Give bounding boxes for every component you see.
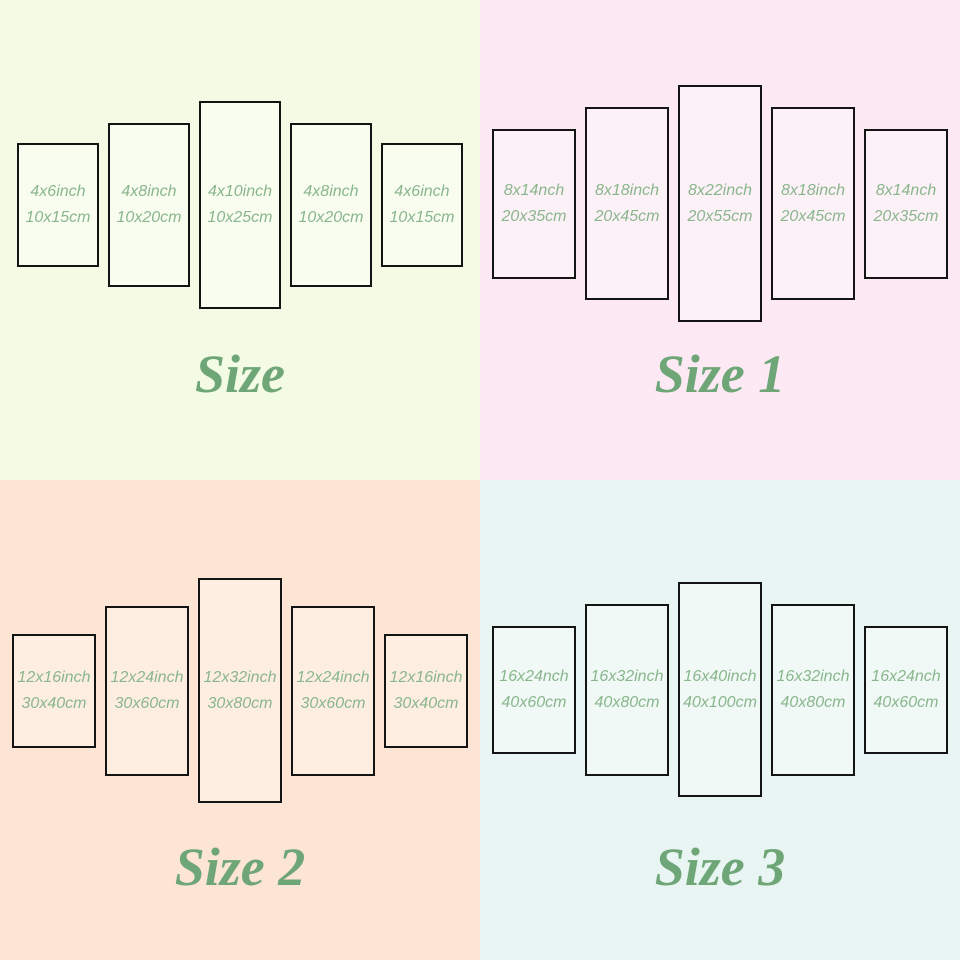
panel-size-label: 12x16inch 30x40cm (18, 665, 91, 716)
quadrant-title: Size 3 (654, 837, 786, 897)
panel-center: 12x32inch 30x80cm (198, 578, 282, 803)
panel-size-label: 4x8inch 10x20cm (117, 179, 182, 230)
panel-size-cm: 30x80cm (207, 694, 273, 712)
quadrant-title: Size 1 (654, 344, 786, 404)
panel-size-cm: 20x35cm (873, 207, 939, 225)
panel-size-cm: 10x15cm (389, 209, 455, 226)
quadrant-size-3: 16x24nch 40x60cm 16x32inch 40x80cm 16x40… (480, 480, 960, 960)
panel-outer-right: 4x6inch 10x15cm (381, 143, 463, 267)
panel-outer-left: 16x24nch 40x60cm (492, 625, 576, 754)
panel-row: 16x24nch 40x60cm 16x32inch 40x80cm 16x40… (480, 582, 960, 797)
panel-size-inch: 12x32inch (203, 668, 277, 686)
panel-outer-left: 4x6inch 10x15cm (17, 143, 99, 267)
panel-size-label: 16x40inch 40x100cm (683, 664, 757, 715)
panel-size-cm: 20x55cm (687, 207, 753, 225)
panel-outer-right: 16x24nch 40x60cm (864, 625, 948, 754)
panel-mid-right: 12x24inch 30x60cm (291, 605, 375, 776)
panel-size-inch: 8x14nch (875, 181, 937, 199)
panel-size-inch: 4x6inch (394, 183, 450, 201)
quadrant-title: Size (194, 344, 286, 404)
panel-size-label: 12x24inch 30x60cm (111, 665, 184, 716)
panel-size-cm: 20x35cm (501, 207, 567, 225)
panel-size-label: 4x8inch 10x20cm (299, 179, 364, 230)
panel-center: 16x40inch 40x100cm (678, 582, 762, 797)
panel-mid-right: 16x32inch 40x80cm (771, 603, 855, 776)
panel-size-inch: 16x24nch (499, 667, 569, 685)
panel-size-cm: 40x80cm (594, 693, 660, 711)
panel-size-inch: 16x32inch (776, 667, 850, 685)
panel-size-label: 8x22inch 20x55cm (688, 178, 753, 229)
panel-size-label: 12x16inch 30x40cm (390, 665, 463, 716)
panel-size-cm: 10x20cm (298, 209, 364, 226)
panel-mid-left: 16x32inch 40x80cm (585, 603, 669, 776)
panel-size-cm: 30x60cm (114, 694, 180, 712)
panel-size-inch: 12x24inch (110, 668, 184, 686)
panel-size-inch: 8x18inch (594, 181, 660, 199)
quadrant-size-1: 8x14nch 20x35cm 8x18inch 20x45cm 8x22inc… (480, 0, 960, 480)
panel-size-label: 8x18inch 20x45cm (595, 178, 660, 229)
panel-size-label: 12x32inch 30x80cm (204, 665, 277, 716)
panel-size-inch: 8x22inch (687, 181, 753, 199)
panel-size-label: 4x10inch 10x25cm (208, 179, 273, 230)
panel-row: 4x6inch 10x15cm 4x8inch 10x20cm 4x10inch… (0, 101, 480, 309)
panel-size-label: 8x18inch 20x45cm (781, 178, 846, 229)
panel-row: 8x14nch 20x35cm 8x18inch 20x45cm 8x22inc… (480, 85, 960, 322)
quadrant-size-2: 12x16inch 30x40cm 12x24inch 30x60cm 12x3… (0, 480, 480, 960)
panel-outer-right: 12x16inch 30x40cm (384, 633, 468, 748)
panel-size-cm: 40x100cm (683, 693, 757, 711)
panel-outer-left: 12x16inch 30x40cm (12, 633, 96, 748)
panel-mid-left: 8x18inch 20x45cm (585, 107, 669, 300)
panel-size-cm: 40x80cm (780, 693, 846, 711)
panel-size-label: 16x24nch 40x60cm (871, 664, 940, 715)
panel-size-cm: 10x20cm (116, 209, 182, 226)
panel-size-label: 4x6inch 10x15cm (390, 179, 455, 230)
panel-size-inch: 16x24nch (871, 667, 941, 685)
panel-size-label: 16x32inch 40x80cm (591, 664, 664, 715)
panel-center: 4x10inch 10x25cm (199, 101, 281, 309)
panel-size-inch: 12x16inch (389, 668, 463, 686)
panel-size-cm: 40x60cm (873, 693, 939, 711)
panel-size-label: 8x14nch 20x35cm (874, 178, 939, 229)
panel-size-inch: 8x14nch (503, 181, 565, 199)
quadrant-title: Size 2 (174, 837, 306, 897)
panel-size-cm: 30x40cm (393, 694, 459, 712)
quadrant-size: 4x6inch 10x15cm 4x8inch 10x20cm 4x10inch… (0, 0, 480, 480)
panel-size-cm: 10x15cm (25, 209, 91, 226)
panel-size-inch: 12x16inch (17, 668, 91, 686)
panel-size-inch: 16x32inch (590, 667, 664, 685)
panel-size-inch: 4x6inch (30, 183, 86, 201)
panel-outer-right: 8x14nch 20x35cm (864, 128, 948, 279)
panel-size-inch: 4x8inch (303, 183, 359, 201)
panel-mid-left: 12x24inch 30x60cm (105, 605, 189, 776)
panel-size-label: 16x24nch 40x60cm (499, 664, 568, 715)
panel-size-cm: 20x45cm (594, 207, 660, 225)
panel-size-label: 4x6inch 10x15cm (26, 179, 91, 230)
panel-center: 8x22inch 20x55cm (678, 85, 762, 322)
panel-size-inch: 4x10inch (207, 183, 273, 201)
panel-mid-right: 4x8inch 10x20cm (290, 123, 372, 287)
panel-size-inch: 4x8inch (121, 183, 177, 201)
panel-size-label: 8x14nch 20x35cm (502, 178, 567, 229)
panel-row: 12x16inch 30x40cm 12x24inch 30x60cm 12x3… (0, 578, 480, 803)
panel-size-inch: 16x40inch (683, 667, 757, 685)
panel-size-cm: 10x25cm (207, 209, 273, 226)
panel-mid-left: 4x8inch 10x20cm (108, 123, 190, 287)
panel-size-label: 12x24inch 30x60cm (297, 665, 370, 716)
panel-size-cm: 40x60cm (501, 693, 567, 711)
panel-size-cm: 30x60cm (300, 694, 366, 712)
panel-size-cm: 30x40cm (21, 694, 87, 712)
panel-size-label: 16x32inch 40x80cm (777, 664, 850, 715)
panel-outer-left: 8x14nch 20x35cm (492, 128, 576, 279)
panel-mid-right: 8x18inch 20x45cm (771, 107, 855, 300)
panel-size-cm: 20x45cm (780, 207, 846, 225)
panel-size-inch: 8x18inch (780, 181, 846, 199)
panel-size-inch: 12x24inch (296, 668, 370, 686)
